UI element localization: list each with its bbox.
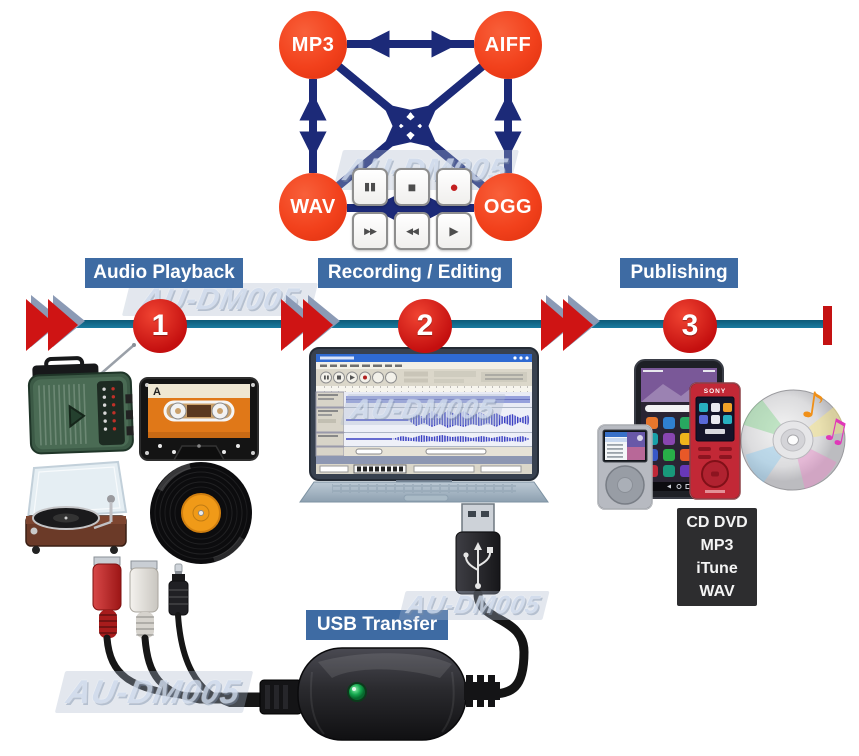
vinyl-record-image — [150, 462, 252, 564]
pause-icon: ▮▮ — [352, 168, 388, 206]
format-node-aiff: AIFF — [474, 11, 542, 79]
cd-disc-image: ♪ ♫ — [740, 384, 853, 491]
stage-label-audio-playback: Audio Playback — [85, 258, 243, 288]
watermark: AU-DM005 — [340, 394, 506, 425]
device-input-connector — [259, 679, 303, 715]
rewind-icon: ◀◀ — [394, 212, 430, 250]
watermark: AU-DM005 — [54, 671, 254, 713]
fast-forward-chevrons-icon — [26, 295, 85, 351]
stage-number-1: 1 — [133, 299, 187, 353]
svg-text:♫: ♫ — [818, 411, 853, 452]
walkman-image: SONY — [689, 382, 741, 500]
cassette-side-label: A — [153, 386, 161, 398]
format-node-wav: WAV — [279, 173, 347, 241]
turntable-image — [25, 460, 128, 554]
power-led — [347, 682, 367, 702]
usb-capture-cable-image — [92, 503, 529, 741]
stop-icon: ■ — [394, 168, 430, 206]
player-buttons-panel: ▮▮ ■ ● ▶▶ ◀◀ ▶ — [352, 168, 472, 250]
fast-forward-icon: ▶▶ — [352, 212, 388, 250]
svg-text:♪: ♪ — [799, 384, 827, 428]
usb-plug — [455, 503, 501, 595]
rca-red-connector — [92, 556, 122, 638]
laptop-audacity-image — [299, 347, 549, 503]
output-formats-box: CD DVD MP3 iTune WAV — [677, 508, 757, 606]
ipod-image — [597, 424, 653, 510]
device-cable-strain-relief — [464, 675, 500, 707]
cassette-tape-image: A — [139, 377, 259, 461]
record-icon: ● — [436, 168, 472, 206]
timeline-end-bar — [823, 306, 832, 345]
fast-forward-chevrons-icon — [281, 295, 340, 351]
usb-cable — [473, 589, 529, 699]
walkman-brand-label: SONY — [704, 388, 726, 395]
capture-device-body — [297, 647, 467, 741]
usb-trident-icon — [465, 548, 491, 584]
stage-number-3: 3 — [663, 299, 717, 353]
rca-white-connector — [129, 560, 159, 638]
format-node-ogg: OGG — [474, 173, 542, 241]
fast-forward-chevrons-icon — [541, 295, 600, 351]
format-node-mp3: MP3 — [279, 11, 347, 79]
stage-label-recording-editing: Recording / Editing — [318, 258, 512, 288]
audio-jack-connector — [168, 563, 189, 616]
stage-number-2: 2 — [398, 299, 452, 353]
cassette-player-image — [27, 343, 136, 455]
watermark: AU-DM005 — [398, 591, 550, 620]
usb-transfer-label: USB Transfer — [306, 610, 448, 640]
stage-label-publishing: Publishing — [620, 258, 738, 288]
format-conversion-arrows — [299, 30, 522, 222]
cd-disc — [740, 389, 846, 491]
music-notes-icon: ♪ ♫ — [799, 384, 853, 451]
audio-cables — [103, 612, 270, 707]
play-icon: ▶ — [436, 212, 472, 250]
